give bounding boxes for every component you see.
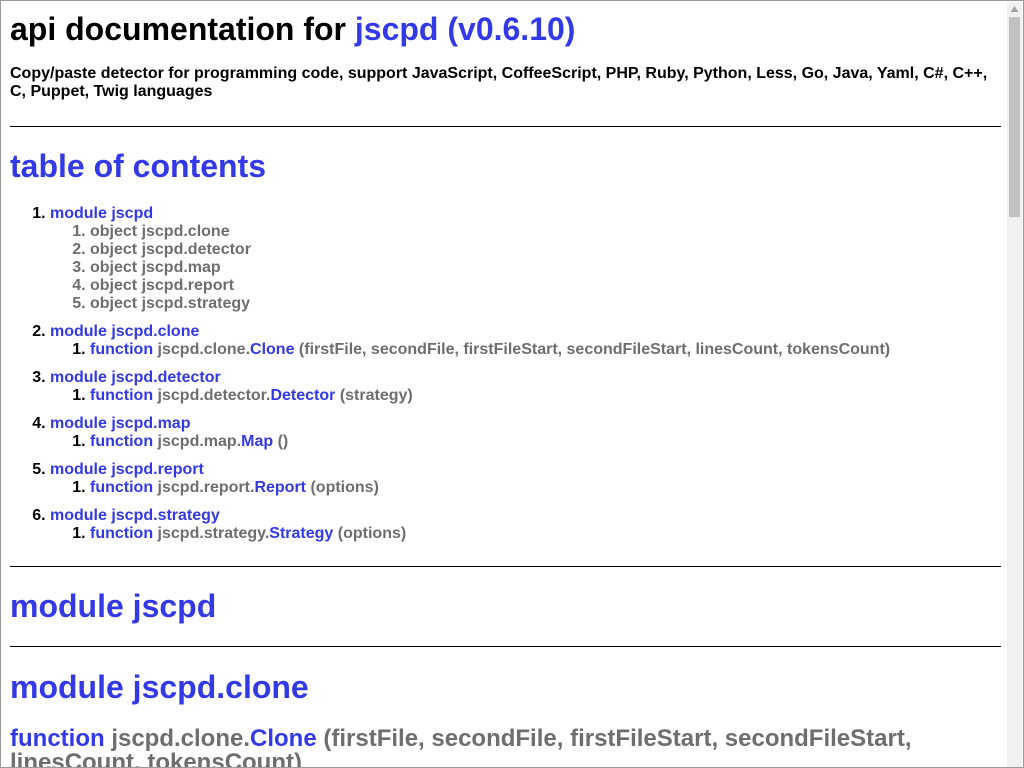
toc-function-item: function jscpd.detector.Detector (strate… [90,387,890,405]
toc-heading-link[interactable]: table of contents [10,148,267,184]
scrollbar-thumb[interactable] [1009,17,1020,217]
module-jscpd-clone-link[interactable]: module jscpd.clone [10,669,309,705]
toc-function-args: (options) [337,525,407,542]
module-jscpd-heading[interactable]: module jscpd [10,586,216,626]
toc-function-path: jscpd.strategy. [157,525,270,542]
toc-function-args: (strategy) [339,387,413,404]
toc-function-keyword[interactable]: function [90,433,154,450]
function-args: (firstFile, secondFile, firstFileStart, … [10,725,912,768]
module-jscpd-clone-heading[interactable]: module jscpd.clone [10,667,309,707]
toc-sublist: function jscpd.detector.Detector (strate… [50,387,890,405]
toc-function-keyword[interactable]: function [90,525,154,542]
toc-function-path: jscpd.detector. [157,387,271,404]
toc-sublist: function jscpd.strategy.Strategy (option… [50,525,890,543]
toc-function-path: jscpd.report. [157,479,255,496]
doc-content: api documentation for jscpd (v0.6.10) Co… [10,1,1001,767]
toc-function-keyword[interactable]: function [90,479,154,496]
toc-function-item: function jscpd.map.Map () [90,433,890,451]
toc-function-keyword[interactable]: function [90,387,154,404]
divider [10,646,1001,647]
toc-function-args: (firstFile, secondFile, firstFileStart, … [298,341,891,358]
vertical-scrollbar[interactable] [1007,2,1022,767]
toc-function-item: function jscpd.report.Report (options) [90,479,890,497]
toc-object-item: object jscpd.detector [90,241,890,259]
toc-module-item: module jscpdobject jscpd.cloneobject jsc… [50,205,890,313]
toc-function-item: function jscpd.clone.Clone (firstFile, s… [90,341,890,359]
toc-module-item: module jscpd.mapfunction jscpd.map.Map (… [50,415,890,451]
toc-function-path: jscpd.map. [157,433,242,450]
toc-sublist: function jscpd.clone.Clone (firstFile, s… [50,341,890,359]
module-jscpd-link[interactable]: module jscpd [10,588,217,624]
scroll-up-arrow-icon[interactable] [1007,2,1022,17]
toc-function-path: jscpd.clone. [157,341,251,358]
toc-object-item: object jscpd.clone [90,223,890,241]
toc-function-name[interactable]: Report [254,479,307,496]
toc-module-item: module jscpd.detectorfunction jscpd.dete… [50,369,890,405]
divider [10,126,1001,127]
toc-heading[interactable]: table of contents [10,146,266,186]
toc-function-args: () [277,433,289,450]
clone-function-heading: function jscpd.clone.Clone (firstFile, s… [10,727,1001,768]
package-link[interactable]: jscpd (v0.6.10) [354,11,576,47]
toc-sublist: function jscpd.map.Map () [50,433,890,451]
toc-module-link[interactable]: module jscpd.strategy [50,507,220,524]
toc-module-link[interactable]: module jscpd.detector [50,369,221,386]
toc-sublist: object jscpd.cloneobject jscpd.detectoro… [50,223,890,313]
toc-module-link[interactable]: module jscpd [50,205,154,222]
toc-module-item: module jscpd.reportfunction jscpd.report… [50,461,890,497]
toc-module-link[interactable]: module jscpd.report [50,461,204,478]
toc-object-item: object jscpd.map [90,259,890,277]
function-name-link[interactable]: Clone [250,725,317,752]
toc-list: module jscpdobject jscpd.cloneobject jsc… [10,205,890,553]
package-description: Copy/paste detector for programming code… [10,65,988,100]
toc-function-keyword[interactable]: function [90,341,154,358]
toc-function-name[interactable]: Strategy [269,525,334,542]
toc-function-name[interactable]: Map [241,433,274,450]
toc-function-item: function jscpd.strategy.Strategy (option… [90,525,890,543]
toc-module-item: module jscpd.strategyfunction jscpd.stra… [50,507,890,543]
toc-module-link[interactable]: module jscpd.map [50,415,191,432]
toc-object-item: object jscpd.strategy [90,295,890,313]
toc-function-name[interactable]: Detector [270,387,336,404]
divider [10,566,1001,567]
toc-function-args: (options) [310,479,379,496]
function-keyword[interactable]: function [10,725,105,752]
page-title: api documentation for jscpd (v0.6.10) [10,9,1001,49]
title-prefix: api documentation for [10,11,346,47]
toc-function-name[interactable]: Clone [250,341,295,358]
toc-object-item: object jscpd.report [90,277,890,295]
toc-sublist: function jscpd.report.Report (options) [50,479,890,497]
function-path: jscpd.clone. [111,725,251,752]
toc-module-link[interactable]: module jscpd.clone [50,323,200,340]
